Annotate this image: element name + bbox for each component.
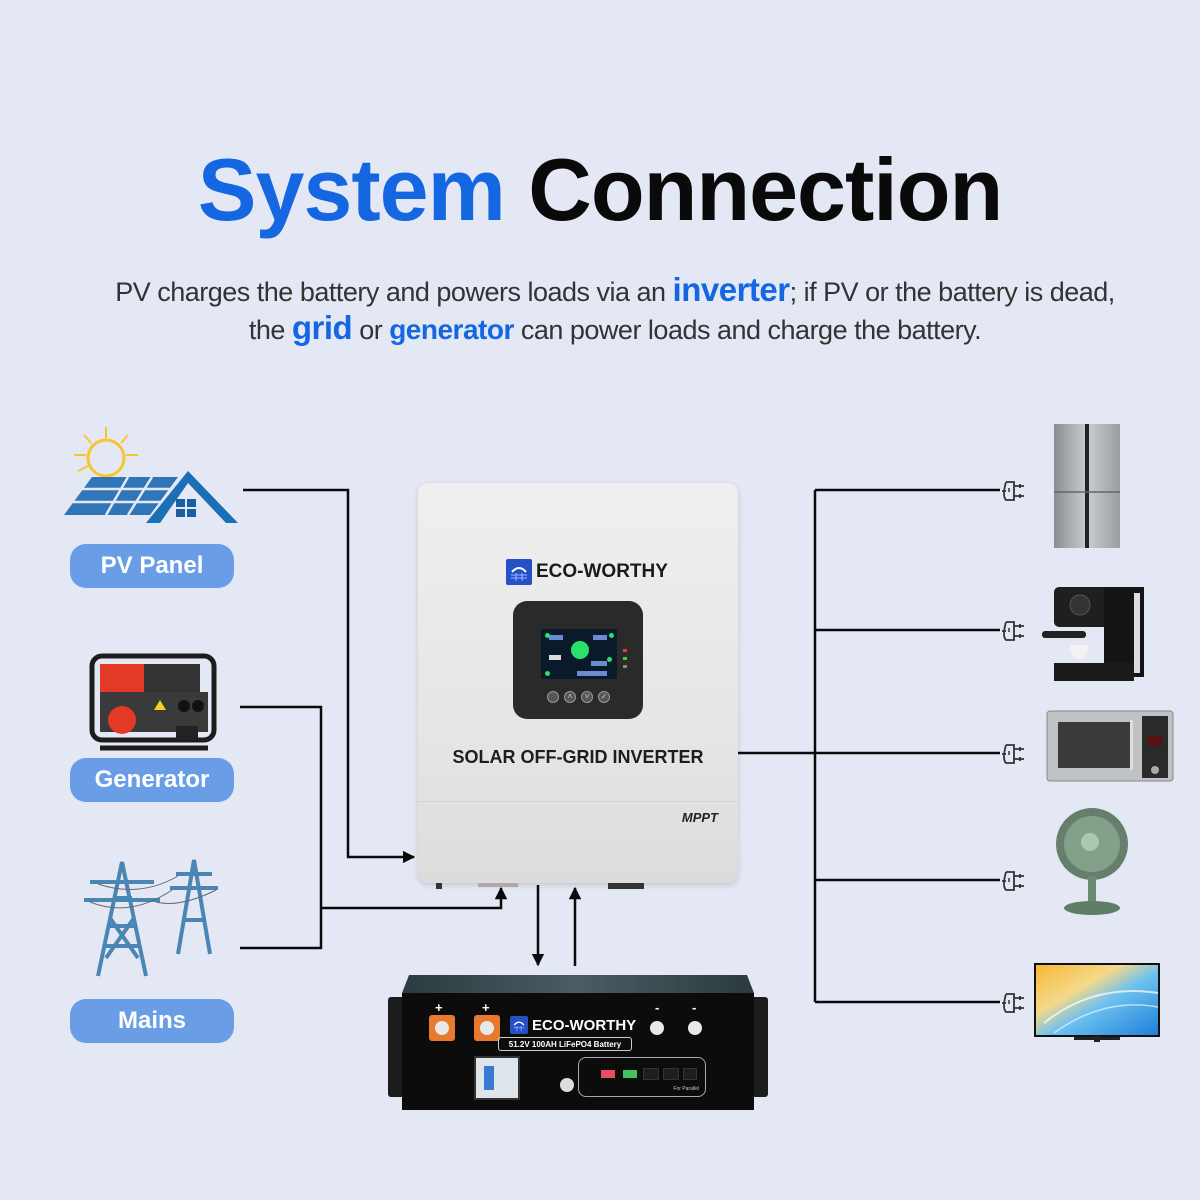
menu-button[interactable] [547,691,559,703]
negative-terminal [682,1015,708,1041]
positive-sign: + [435,1000,443,1015]
inverter-lcd-screen [541,629,617,679]
negative-terminal [644,1015,670,1041]
positive-sign: + [482,1000,490,1015]
refrigerator-icon [1054,424,1120,548]
enter-button[interactable]: ✓ [598,691,610,703]
positive-terminal [429,1015,455,1041]
pv-panel-label: PV Panel [70,544,234,588]
plug-icon [1002,481,1024,501]
tv-icon [1034,963,1160,1042]
battery: + + - - ECO-WORTHY 51.2V 100AH LiFePO4 B… [388,975,768,1110]
inverter: ECO-WORTHY ˄ ˅ ✓ SOLAR OFF-GRID INVERTER… [418,483,738,889]
subtitle: PV charges the battery and powers loads … [30,272,1200,348]
negative-sign: - [692,1000,697,1015]
coffee-machine-icon [1042,587,1144,681]
inverter-brand-text: ECO-WORTHY [536,561,668,582]
wire-generator [240,705,323,950]
plug-icon [1002,744,1024,764]
plug-icon [1002,871,1024,891]
microwave-icon [1046,710,1174,782]
title-rest: Connection [528,140,1003,239]
plug-icon [1002,621,1024,641]
mppt-badge: MPPT [681,810,718,825]
subtitle-text: can power loads and charge the battery. [513,315,982,345]
subtitle-line-2: the grid or generator can power loads an… [30,310,1200,348]
fan-icon [1056,808,1128,915]
highlight-generator: generator [389,314,514,345]
rack-ear-right [750,997,768,1097]
rj45-port [663,1068,679,1080]
eco-worthy-logo-icon [510,1016,528,1034]
dry-contact-terminal [623,1070,637,1078]
rack-ear-left [388,997,406,1097]
page-title: System Connection [0,140,1200,240]
dip-switch[interactable] [601,1070,615,1078]
battery-spec: 51.2V 100AH LiFePO4 Battery [498,1037,632,1051]
wire-mains-to-inverter [321,886,508,910]
highlight-grid: grid [291,309,353,346]
inverter-terminals [418,883,738,889]
power-tower-icon [84,859,218,977]
rj45-port [683,1068,697,1080]
battery-top [402,975,754,993]
solar-panel-house-icon [64,427,238,523]
battery-brand: ECO-WORTHY [510,1016,636,1034]
battery-power-button[interactable] [560,1078,574,1092]
battery-breaker-switch[interactable] [474,1056,520,1100]
subtitle-line-1: PV charges the battery and powers loads … [30,272,1200,310]
title-accent: System [197,140,506,239]
down-button[interactable]: ˅ [581,691,593,703]
negative-sign: - [655,1000,660,1015]
wire-pv-to-inverter [243,488,416,864]
battery-port-panel: For Parallel [578,1057,706,1097]
inverter-display-panel: ˄ ˅ ✓ [513,601,643,719]
positive-terminal [474,1015,500,1041]
battery-brand-text: ECO-WORTHY [532,1016,637,1034]
inverter-buttons: ˄ ˅ ✓ [547,691,610,703]
generator-icon [89,653,217,751]
inverter-brand: ECO-WORTHY [506,559,668,585]
subtitle-text: the [248,315,292,345]
rj45-port [643,1068,659,1080]
generator-label: Generator [70,758,234,802]
subtitle-text: or [352,315,390,345]
highlight-inverter: inverter [672,271,791,308]
up-button[interactable]: ˄ [564,691,576,703]
mains-label: Mains [70,999,234,1043]
subtitle-text: ; if PV or the battery is dead, [789,277,1116,307]
subtitle-text: PV charges the battery and powers loads … [115,277,673,307]
plug-icon [1002,993,1024,1013]
parallel-label: For Parallel [673,1086,699,1092]
inverter-divider [418,801,738,802]
inverter-label: SOLAR OFF-GRID INVERTER [452,747,704,767]
eco-worthy-logo-icon [506,559,532,585]
status-leds [623,649,629,673]
